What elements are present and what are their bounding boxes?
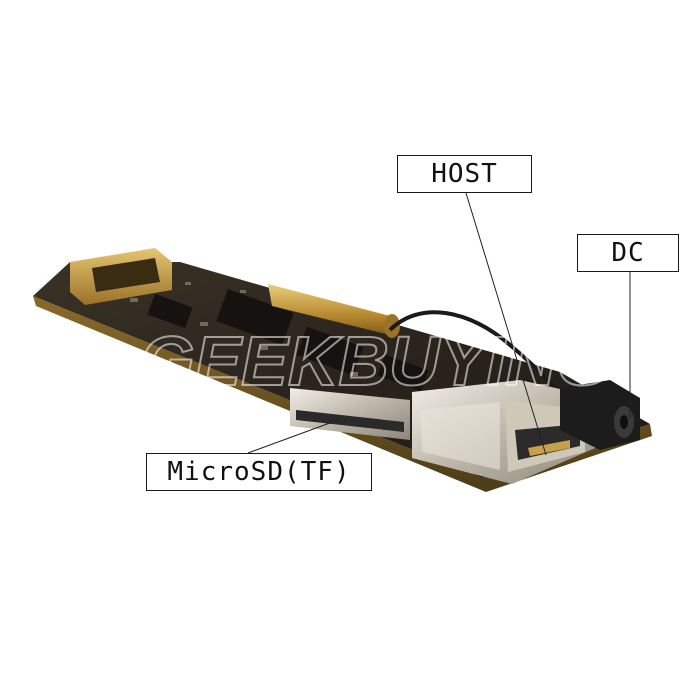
watermark-text: GEEKBUYING — [140, 322, 611, 400]
rear-connector — [70, 248, 172, 305]
host-label: HOST — [397, 155, 532, 193]
microsd-leader-line — [247, 419, 339, 454]
antenna-wire — [388, 310, 562, 394]
microsd-label: MicroSD(TF) — [146, 453, 372, 491]
usb-host-port — [412, 380, 600, 484]
dc-label: DC — [577, 234, 679, 272]
dc-jack — [560, 380, 640, 450]
host-leader-line — [465, 192, 547, 456]
board-components — [147, 289, 429, 392]
